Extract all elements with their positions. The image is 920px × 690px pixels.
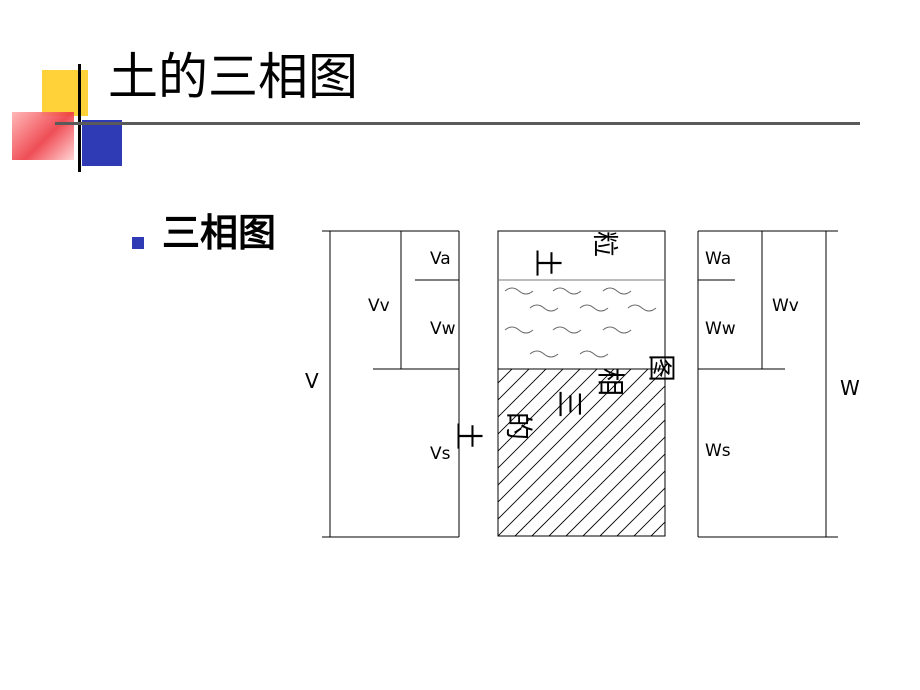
hatch-line bbox=[498, 369, 564, 435]
hatch-line bbox=[498, 369, 665, 536]
bullet-text: 三相图 bbox=[162, 211, 277, 255]
volume-scale bbox=[322, 230, 460, 538]
title-rule bbox=[55, 122, 860, 125]
label-Va: Va bbox=[430, 249, 451, 269]
hatch-line bbox=[498, 369, 649, 520]
label-V: V bbox=[305, 369, 319, 393]
hatch-line bbox=[565, 436, 665, 536]
hatch-line bbox=[498, 369, 581, 452]
hatch-line bbox=[650, 521, 665, 536]
label-particle-2: 土 bbox=[531, 249, 564, 277]
vertical-title-char-3: 三 bbox=[553, 390, 586, 418]
hatch-line bbox=[599, 470, 665, 536]
vertical-title-char-4: 的 bbox=[502, 412, 535, 440]
corner-red-square bbox=[12, 112, 74, 160]
label-Vw: Vw bbox=[430, 319, 456, 339]
phase-column bbox=[497, 230, 666, 537]
hatch-line bbox=[531, 402, 665, 536]
label-Vs: Vs bbox=[430, 444, 451, 464]
hatch-line bbox=[328, 366, 498, 536]
label-W: W bbox=[840, 376, 860, 400]
bullet-square-icon bbox=[132, 237, 144, 249]
hatch-line bbox=[514, 385, 665, 536]
solid-hatch bbox=[328, 366, 838, 536]
hatch-line bbox=[633, 504, 665, 536]
hatch-line bbox=[668, 366, 838, 536]
hatch-line bbox=[498, 369, 530, 401]
weight-scale bbox=[697, 230, 838, 538]
hatch-line bbox=[582, 453, 665, 536]
label-Vv: Vv bbox=[368, 296, 390, 316]
label-particle-1: 粒 bbox=[589, 231, 619, 257]
hatch-line bbox=[498, 369, 598, 469]
label-Ww: Ww bbox=[705, 319, 736, 339]
hatch-line bbox=[548, 419, 665, 536]
page-title: 土的三相图 bbox=[108, 48, 358, 106]
vertical-title-char-1: 图 bbox=[645, 354, 678, 382]
vertical-title-char-2: 相 bbox=[594, 368, 627, 396]
label-Wv: Wv bbox=[772, 296, 799, 316]
hatch-line bbox=[616, 487, 665, 536]
corner-blue-square bbox=[82, 120, 122, 166]
label-Ws: Ws bbox=[705, 441, 731, 461]
hatch-line bbox=[498, 369, 615, 486]
water-waves bbox=[504, 287, 657, 358]
vertical-title-char-5: 土 bbox=[452, 422, 485, 450]
hatch-line bbox=[498, 369, 632, 503]
hatch-line bbox=[498, 369, 547, 418]
corner-vertical-line bbox=[78, 64, 81, 172]
label-Wa: Wa bbox=[705, 249, 731, 269]
